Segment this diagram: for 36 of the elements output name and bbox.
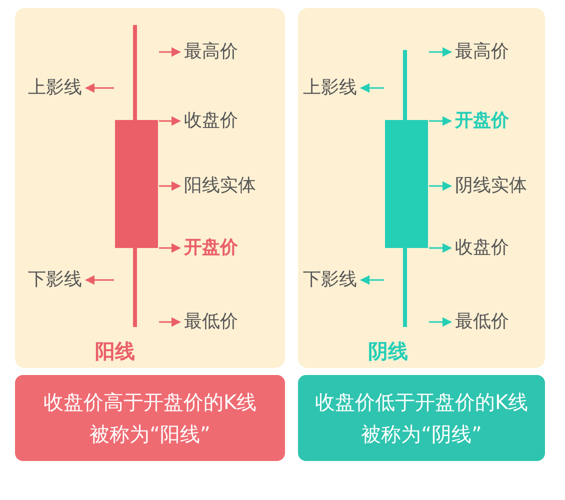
arrow xyxy=(429,181,452,191)
arrow xyxy=(429,317,452,327)
part-label: 阳线实体 xyxy=(184,174,256,198)
arrow xyxy=(429,47,452,57)
arrow xyxy=(85,275,114,285)
arrow xyxy=(159,47,181,57)
arrow xyxy=(85,83,114,93)
caption-box: 收盘价高于开盘价的K线被称为“阳线” xyxy=(15,375,285,461)
part-label: 上影线 xyxy=(303,76,357,100)
part-label: 最高价 xyxy=(184,40,238,64)
panel-title: 阳线 xyxy=(95,338,135,365)
arrow xyxy=(360,275,384,285)
arrow xyxy=(429,243,452,253)
arrow xyxy=(159,317,181,327)
part-label: 开盘价 xyxy=(455,109,509,133)
part-label: 收盘价 xyxy=(455,236,509,260)
part-label: 上影线 xyxy=(28,76,82,100)
part-label: 最低价 xyxy=(184,310,238,334)
part-label: 收盘价 xyxy=(184,109,238,133)
panel xyxy=(15,8,285,368)
arrow xyxy=(429,116,452,126)
panel-title: 阴线 xyxy=(368,338,408,365)
part-label: 下影线 xyxy=(28,268,82,292)
arrow xyxy=(360,83,384,93)
part-label: 开盘价 xyxy=(184,236,238,260)
caption-box: 收盘价低于开盘价的K线被称为“阴线” xyxy=(298,375,545,461)
arrow xyxy=(159,243,181,253)
part-label: 阴线实体 xyxy=(455,174,527,198)
panel xyxy=(298,8,545,368)
part-label: 下影线 xyxy=(303,268,357,292)
arrow xyxy=(159,116,181,126)
part-label: 最低价 xyxy=(455,310,509,334)
candlestick xyxy=(115,25,158,327)
arrow xyxy=(159,181,181,191)
candlestick xyxy=(385,50,428,327)
part-label: 最高价 xyxy=(455,40,509,64)
